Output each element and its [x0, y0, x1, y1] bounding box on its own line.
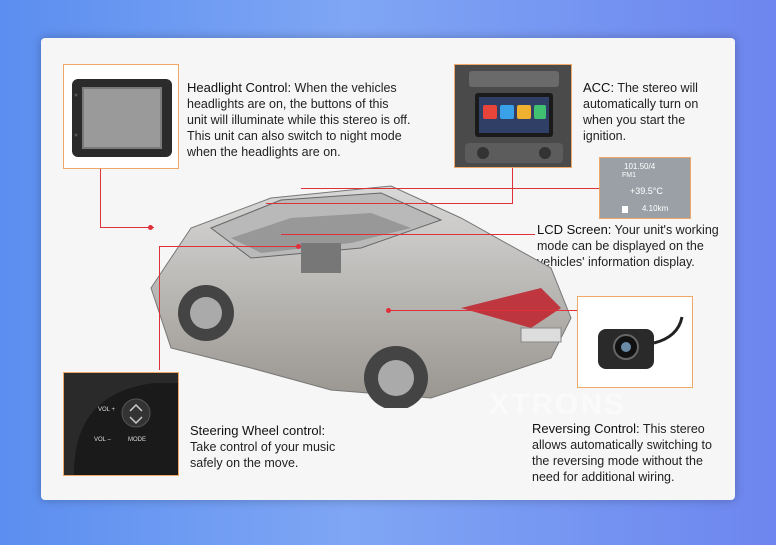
headlight-title: Headlight Control:	[187, 80, 292, 95]
acc-title: ACC:	[583, 80, 615, 95]
reversing-title: Reversing Control:	[532, 421, 640, 436]
acc-text: ACC: The stereo will automatically turn …	[583, 80, 723, 144]
connector-dot-1	[148, 225, 153, 230]
headlight-thumbnail	[63, 64, 179, 169]
connector-dot-3	[386, 308, 391, 313]
headlight-body: When the vehicles headlights are on, the…	[187, 81, 411, 159]
reversing-thumbnail	[577, 296, 693, 388]
fuel-icon	[622, 206, 628, 213]
connector-steering-v	[159, 246, 160, 370]
reversing-camera-icon	[598, 316, 684, 369]
connector-dot-2	[296, 244, 301, 249]
lcd-text: LCD Screen: Your unit's working mode can…	[537, 222, 733, 270]
connector-acc-h	[266, 203, 512, 204]
acc-thumbnail	[454, 64, 572, 168]
lcd-thumbnail: 101.50/4 FM1 +39.5°C 4.10km	[599, 157, 691, 219]
headlight-text: Headlight Control: When the vehicles hea…	[187, 80, 411, 160]
connector-steering-h	[159, 246, 299, 247]
head-unit-icon	[72, 79, 172, 157]
steering-body: Take control of your music safely on the…	[190, 440, 336, 470]
connector-lcd-h	[301, 188, 599, 189]
connector-headlight-h	[100, 227, 154, 228]
steering-text: Steering Wheel control: Take control of …	[190, 423, 360, 471]
brand-watermark: XTRONS	[489, 388, 627, 421]
connector-headlight-v	[100, 169, 101, 227]
feature-panel: Headlight Control: When the vehicles hea…	[41, 38, 735, 500]
lcd-temp: +39.5°C	[630, 186, 663, 196]
vol-down-button: VOL –	[94, 437, 111, 443]
lcd-title: LCD Screen:	[537, 222, 612, 237]
lcd-line2: FM1	[622, 172, 636, 179]
dashboard-stereo-icon	[455, 65, 571, 167]
steering-title: Steering Wheel control:	[190, 423, 326, 438]
mode-button: MODE	[128, 437, 146, 443]
car-cutaway-illustration	[150, 185, 572, 408]
lcd-line1: 101.50/4	[624, 162, 656, 171]
reversing-text: Reversing Control: This stereo allows au…	[532, 421, 728, 485]
steering-wheel-buttons-icon	[64, 373, 178, 475]
connector-lcd-h2	[281, 234, 535, 235]
lcd-body: Your unit's working mode can be displaye…	[537, 223, 719, 269]
connector-reversing-h	[389, 310, 577, 311]
reversing-body: This stereo allows automatically switchi…	[532, 422, 712, 484]
acc-body: The stereo will automatically turn on wh…	[583, 81, 699, 143]
vol-up-button: VOL +	[98, 407, 115, 413]
steering-thumbnail: VOL + VOL – MODE	[63, 372, 179, 476]
lcd-range: 4.10km	[642, 204, 669, 213]
connector-acc-v	[512, 168, 513, 204]
